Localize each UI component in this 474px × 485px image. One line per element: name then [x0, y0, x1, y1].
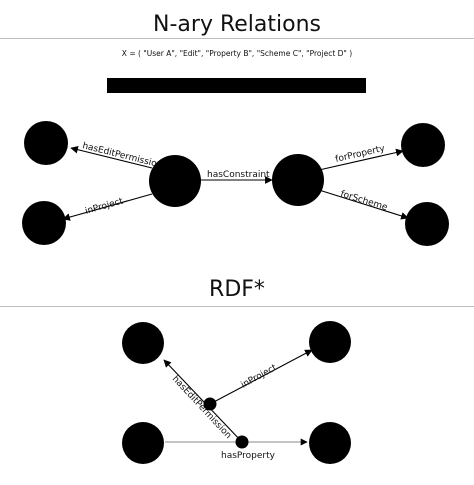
edge-inProject — [62, 193, 153, 221]
rdf-node-project — [309, 321, 351, 363]
node-user — [24, 121, 68, 165]
rdf-triple-dot — [235, 435, 249, 449]
label-forScheme: forScheme — [339, 189, 389, 213]
rdf-label-hasEditPermission: hasEditPermission — [170, 374, 233, 441]
node-relation-hub — [149, 155, 201, 207]
node-project — [22, 201, 66, 245]
rdf-statement-dot — [203, 397, 217, 411]
label-hasConstraint: hasConstraint — [207, 170, 270, 180]
node-scheme — [405, 202, 449, 246]
node-constraint — [272, 154, 324, 206]
rdf-node-property — [309, 422, 351, 464]
label-inProject: inProject — [84, 196, 125, 216]
rdf-title: RDF* — [209, 277, 265, 302]
rdf-node-scheme — [122, 422, 164, 464]
label-forProperty: forProperty — [334, 144, 386, 165]
rdf-node-user — [122, 322, 164, 364]
rdf-label-inProject: inProject — [240, 363, 279, 391]
nary-tuple: X = ( "User A", "Edit", "Property B", "S… — [122, 49, 352, 58]
label-hasEditPermission: hasEditPermission — [81, 141, 163, 171]
nary-title: N-ary Relations — [153, 12, 321, 37]
rdf-label-hasProperty: hasProperty — [221, 451, 276, 461]
rdf-edge-hasEditPermission — [163, 359, 243, 443]
edge-forProperty — [318, 148, 404, 171]
edge-forScheme — [318, 189, 409, 220]
redaction-bar — [107, 78, 366, 93]
node-property — [401, 123, 445, 167]
edge-hasEditPermission — [70, 145, 153, 169]
rdf-edge-inProject — [209, 349, 313, 405]
